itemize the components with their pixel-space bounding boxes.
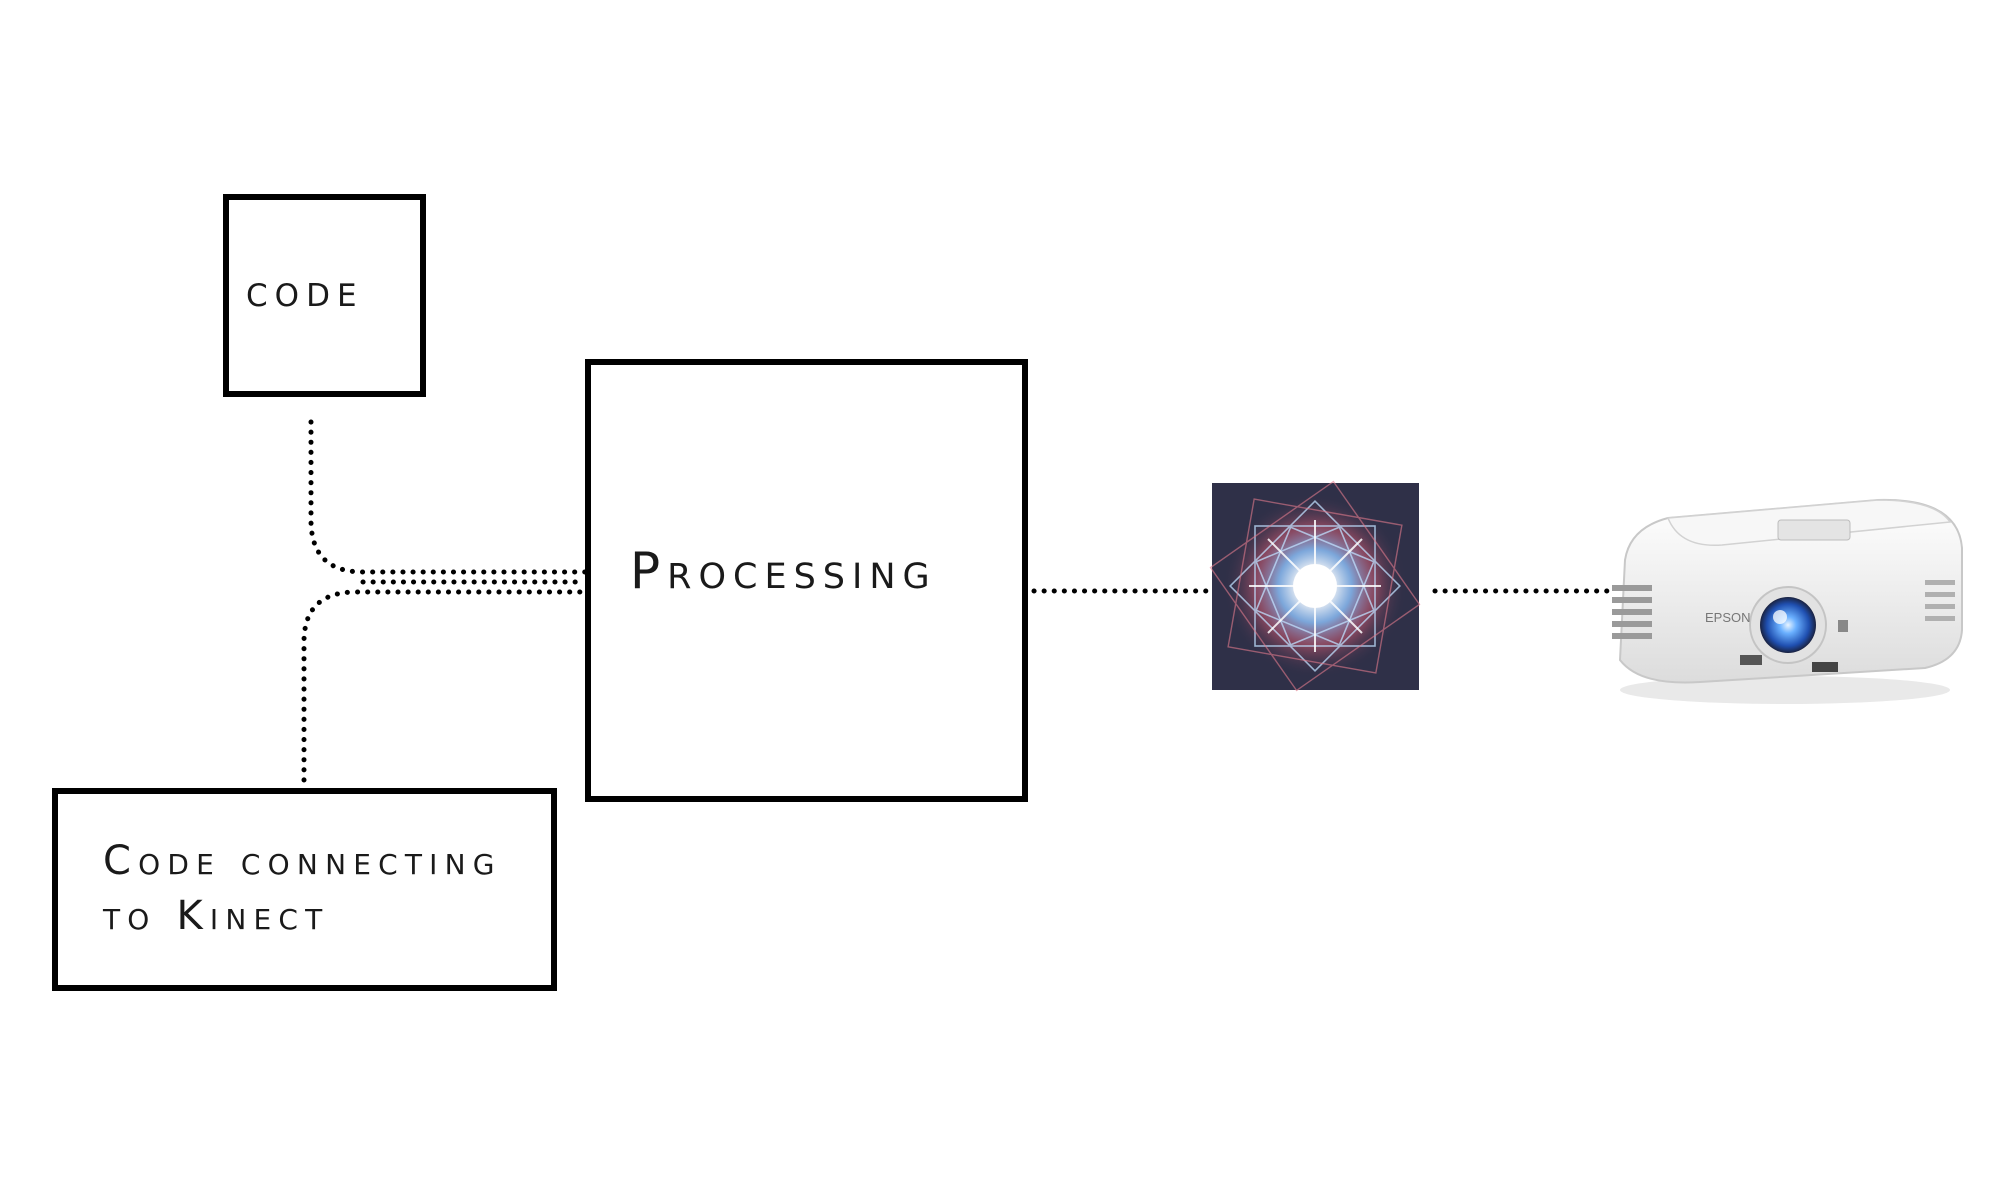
lens xyxy=(1760,597,1816,653)
kinect-node xyxy=(52,788,557,991)
projector-icon: EPSON xyxy=(1612,498,1963,704)
connectors xyxy=(301,419,1618,783)
kinect-label-line2: to Kinect xyxy=(103,893,330,939)
kinect-label-line1: Code connecting xyxy=(103,838,502,884)
processing-node xyxy=(585,359,1028,802)
projector-brand: EPSON xyxy=(1705,610,1751,625)
edge-code-to-processing xyxy=(308,419,588,575)
code-label: code xyxy=(246,266,364,317)
code-node xyxy=(223,194,426,397)
processing-label: Processing xyxy=(630,542,937,600)
visual-node xyxy=(1209,480,1421,692)
edge-kinect-to-processing xyxy=(301,589,588,783)
light-burst-icon xyxy=(1209,480,1421,692)
